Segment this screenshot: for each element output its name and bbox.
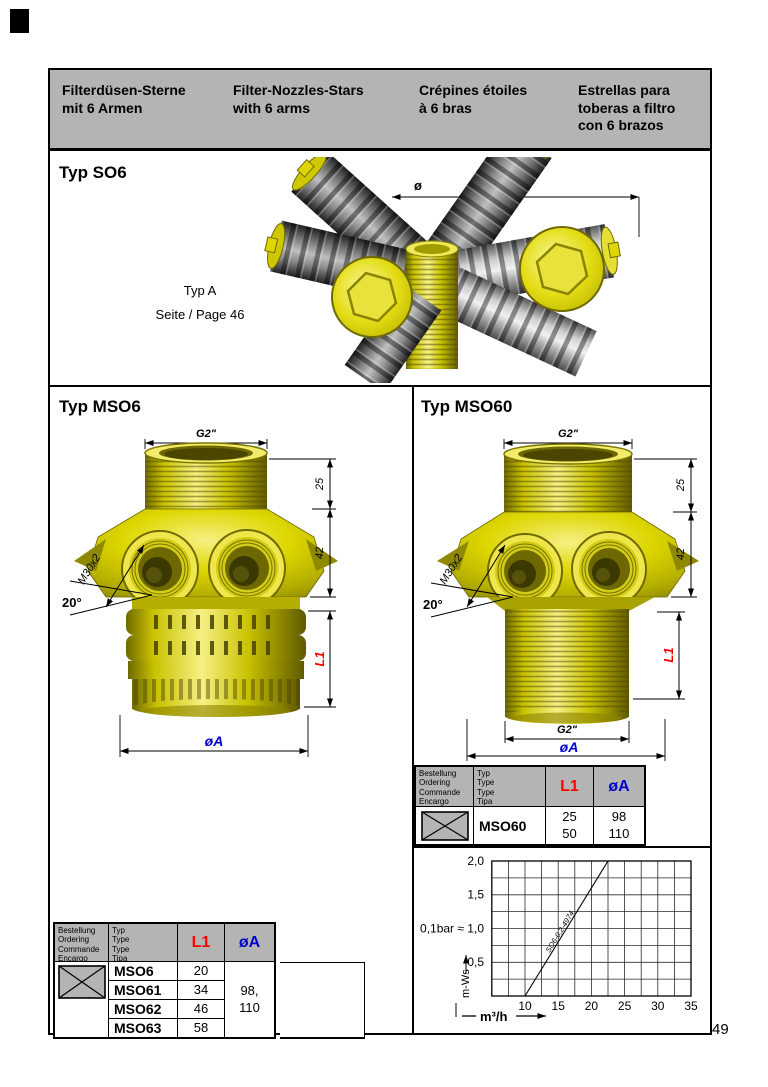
so6-illustration: ø <box>264 157 640 383</box>
y-tick-label: 2,0 <box>467 854 484 868</box>
dim-g2-top-label: G2" <box>558 428 579 440</box>
l1-cell: 58 <box>178 1019 225 1037</box>
x-tick-label: 35 <box>684 999 698 1013</box>
y-tick-label: 0,5 <box>467 955 484 969</box>
section-divider-horizontal <box>50 385 710 387</box>
header-cell-french: Crépines étoiles à 6 bras <box>419 82 528 116</box>
envelope-cell <box>55 962 109 1037</box>
x-tick-label: 20 <box>585 999 599 1013</box>
l1-cell: 34 <box>178 981 225 1000</box>
print-registration-mark <box>10 9 29 33</box>
dim-g2-label: G2" <box>196 428 217 440</box>
y-tick-label: 0,1bar ≈ 1,0 <box>420 922 484 936</box>
chart-ylabel: m-Ws <box>460 969 472 998</box>
so6-star-arms <box>264 157 621 377</box>
header-cell-english: Filter-Nozzles-Stars with 6 arms <box>233 82 364 116</box>
type-cell: MSO61 <box>109 981 178 1000</box>
oa-header-cell: øA <box>594 767 644 807</box>
dim-42-label: 42 <box>675 548 687 560</box>
mso60-illustration: G2" <box>423 428 699 761</box>
dim-l1-label: L1 <box>312 651 327 666</box>
content-frame: Typ SO6 ø <box>48 149 712 1039</box>
chart-xlabel: m³/h <box>480 1009 508 1024</box>
x-tick-label: 30 <box>651 999 665 1013</box>
dim-angle-label: 20° <box>423 597 443 612</box>
mso60-hub <box>437 511 699 609</box>
mso60-bottom-thread <box>487 597 655 724</box>
so6-front-arm <box>344 282 442 383</box>
chart-section-divider <box>414 846 710 848</box>
envelope-cell <box>416 807 474 844</box>
mso6-title: Typ MSO6 <box>59 397 141 416</box>
type-cell: MSO62 <box>109 1000 178 1019</box>
l1-cell: 20 <box>178 962 225 981</box>
mso60-order-table: Bestellung Ordering Commande Encargo Typ… <box>414 765 646 846</box>
l1-cell: 25 50 <box>546 807 594 844</box>
section-divider-vertical <box>412 387 414 1033</box>
l1-header-cell: L1 <box>546 767 594 807</box>
envelope-icon <box>57 965 106 999</box>
oa-merged-cell: 98, 110 <box>239 982 260 1015</box>
chart-grid <box>491 861 691 996</box>
l1-header-cell: L1 <box>178 924 225 962</box>
dim-25-label: 25 <box>314 477 326 491</box>
x-tick-label: 25 <box>618 999 632 1013</box>
so6-front-cap-right <box>519 226 605 312</box>
so6-type-note: Typ A <box>183 283 217 298</box>
x-tick-label: 10 <box>518 999 532 1013</box>
dim-oa-label: øA <box>205 733 224 749</box>
so6-front-cap-left <box>331 256 413 338</box>
mso6-illustration: G2" <box>62 428 338 757</box>
header-cell-german: Filterdüsen-Sterne mit 6 Armen <box>62 82 186 116</box>
type-cell: MSO63 <box>109 1019 178 1037</box>
type-header-cell: Typ Type Type Tipa <box>474 767 546 807</box>
envelope-icon <box>420 810 469 841</box>
dim-oa-label: øA <box>560 739 579 755</box>
chart-plot-border <box>491 860 692 997</box>
oa-cell: 98 110 <box>608 808 630 841</box>
dim-g2-bottom-label: G2" <box>557 724 578 736</box>
header-cell-spanish: Estrellas para toberas a filtro con 6 br… <box>578 82 676 133</box>
dim-42-label: 42 <box>314 547 326 559</box>
flow-chart: SO6-0,2-4974 2,0 1,5 0,1bar ≈ 1,0 0,5 10… <box>420 854 698 1024</box>
x-tick-label: 15 <box>552 999 566 1013</box>
type-cell: MSO6 <box>109 962 178 981</box>
mso6-order-table: Bestellung Ordering Commande Encargo Typ… <box>53 922 276 1039</box>
ordering-header-cell: Bestellung Ordering Commande Encargo <box>416 767 474 807</box>
ordering-header-cell: Bestellung Ordering Commande Encargo <box>55 924 109 962</box>
chart-series-line <box>524 860 609 997</box>
type-cell: MSO60 <box>474 807 546 844</box>
type-header-cell: Typ Type Type Tipa <box>109 924 178 962</box>
table-extension-box <box>279 962 365 1039</box>
page-number: 49 <box>712 1021 729 1038</box>
mso6-top-thread <box>144 442 268 511</box>
l1-cell: 46 <box>178 1000 225 1019</box>
diameter-dim-label: ø <box>414 178 422 193</box>
mso6-strainer-body <box>126 597 306 717</box>
dim-25-label: 25 <box>675 478 687 492</box>
mso60-title: Typ MSO60 <box>421 397 513 416</box>
y-tick-label: 1,5 <box>467 888 484 902</box>
so6-page-note: Seite / Page 46 <box>155 307 245 322</box>
dim-l1-label: L1 <box>661 647 676 662</box>
mso60-top-thread <box>503 443 633 512</box>
so6-title: Typ SO6 <box>59 163 127 182</box>
oa-header-cell: øA <box>225 924 274 962</box>
chart-series-label: SO6-0,2-4974 <box>544 909 576 954</box>
header-box: Filterdüsen-Sterne mit 6 Armen Filter-No… <box>48 68 712 150</box>
mso6-hub <box>74 508 338 608</box>
dim-angle-label: 20° <box>62 595 82 610</box>
